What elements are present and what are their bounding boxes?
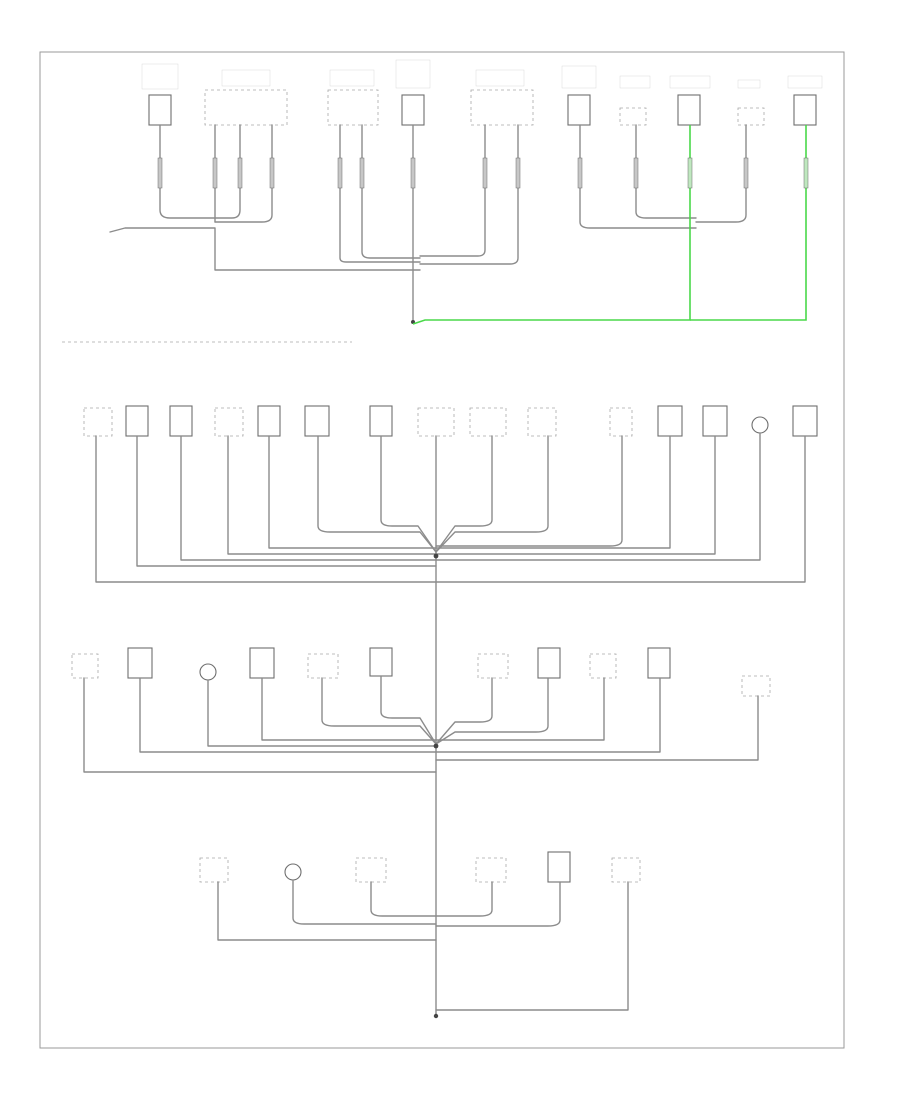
component-dashed-outline <box>327 89 379 126</box>
component-dashed-outline <box>589 653 617 679</box>
component-box <box>677 94 701 126</box>
component-box <box>401 94 425 126</box>
component-box <box>304 405 330 437</box>
component-box <box>793 94 817 126</box>
lamp-symbol <box>751 416 769 434</box>
section-middle-components <box>83 405 818 437</box>
diagram-frame <box>39 51 845 1049</box>
component-dashed-outline <box>469 407 507 437</box>
component-dashed-outline <box>619 107 647 126</box>
ground-point <box>433 1013 439 1019</box>
component-box <box>567 94 591 126</box>
section-bottom-components <box>199 851 641 883</box>
component-dashed-outline <box>204 89 288 126</box>
splice-point <box>433 743 439 749</box>
component-dashed-outline <box>477 653 509 679</box>
section-top-components <box>148 89 817 126</box>
component-box <box>547 851 571 883</box>
section-top-label-marks <box>141 59 823 90</box>
component-dashed-outline <box>355 857 387 883</box>
component-box <box>148 94 172 126</box>
component-box <box>127 647 153 679</box>
component-dashed-outline <box>214 407 244 437</box>
component-dashed-outline <box>199 857 229 883</box>
component-dashed-outline <box>527 407 557 437</box>
component-dashed-outline <box>470 89 534 126</box>
section-bottom-wires <box>217 879 629 1019</box>
component-box <box>657 405 683 437</box>
component-box <box>702 405 728 437</box>
component-box <box>792 405 818 437</box>
component-box <box>249 647 275 679</box>
component-box <box>257 405 281 437</box>
splice-point <box>433 553 439 559</box>
section-top-wires <box>109 124 809 325</box>
component-box <box>647 647 671 679</box>
component-dashed-outline <box>609 407 633 437</box>
component-dashed-outline <box>737 107 765 126</box>
component-dashed-outline <box>83 407 113 437</box>
section-lower-components <box>71 647 771 697</box>
component-box <box>125 405 149 437</box>
component-dashed-outline <box>71 653 99 679</box>
component-dashed-outline <box>307 653 339 679</box>
component-box <box>369 405 393 437</box>
component-dashed-outline <box>417 407 455 437</box>
component-dashed-outline <box>741 675 771 697</box>
component-dashed-outline <box>611 857 641 883</box>
section-middle-wires <box>95 432 806 1016</box>
component-box <box>369 647 393 677</box>
section-lower-wires <box>83 675 759 773</box>
component-dashed-outline <box>475 857 507 883</box>
lamp-symbol <box>284 863 302 881</box>
component-box <box>169 405 193 437</box>
component-box <box>537 647 561 679</box>
lamp-symbol <box>199 663 217 681</box>
